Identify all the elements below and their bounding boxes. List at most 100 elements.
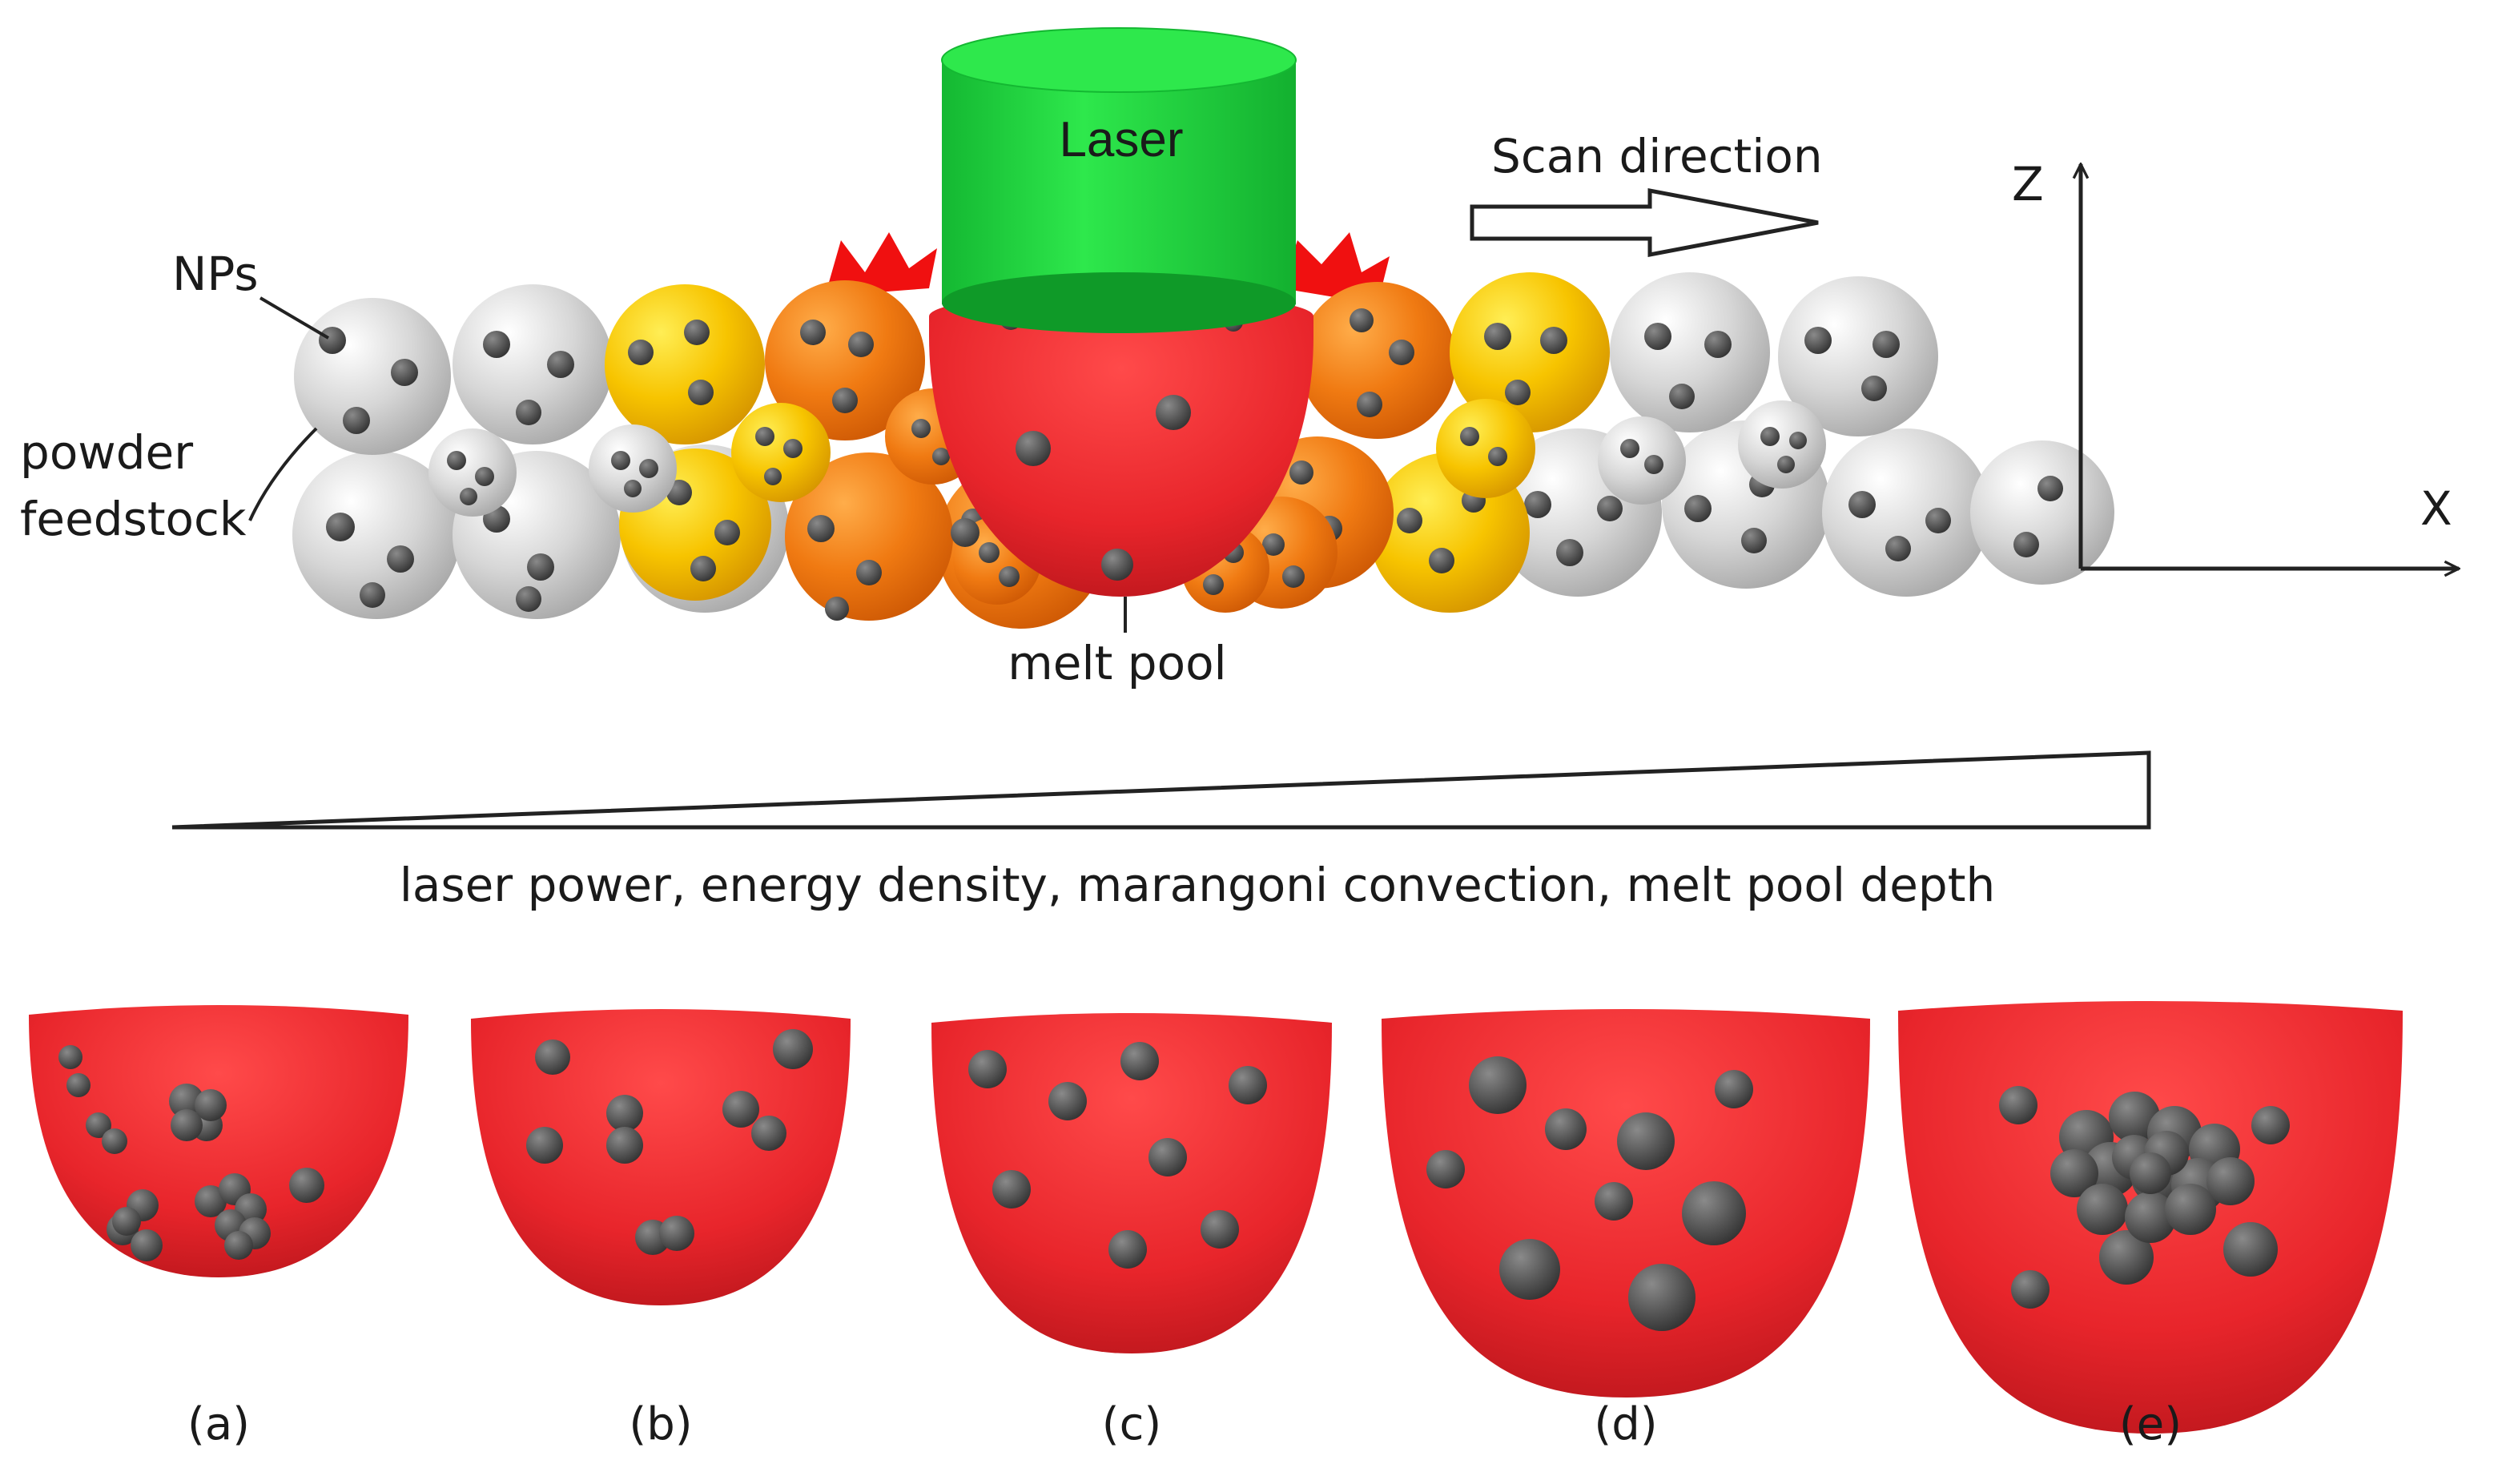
laser-label: Laser bbox=[1059, 112, 1183, 167]
powder-particle bbox=[589, 424, 677, 513]
nanoparticle bbox=[783, 439, 803, 458]
nanoparticle bbox=[2050, 1149, 2098, 1197]
pool-label-b: (b) bbox=[629, 1398, 692, 1450]
nanoparticle bbox=[1524, 491, 1551, 518]
laser-beam: Laser bbox=[941, 27, 1297, 333]
nanoparticle bbox=[1101, 549, 1133, 581]
nanoparticle bbox=[832, 388, 858, 413]
nanoparticle bbox=[1741, 528, 1767, 553]
x-axis-label: X bbox=[2420, 481, 2452, 536]
nanoparticle bbox=[1704, 331, 1732, 358]
nanoparticle bbox=[2130, 1152, 2171, 1194]
nanoparticle bbox=[684, 320, 710, 345]
nanoparticle bbox=[1120, 1042, 1159, 1080]
powder-particle bbox=[731, 403, 831, 502]
nanoparticle bbox=[1669, 384, 1695, 409]
nanoparticle bbox=[1488, 447, 1507, 466]
nanoparticle bbox=[475, 467, 494, 486]
nanoparticle bbox=[1397, 508, 1422, 533]
nanoparticle bbox=[2077, 1184, 2128, 1235]
powder-particle bbox=[1970, 440, 2114, 585]
nanoparticle bbox=[547, 351, 574, 378]
nanoparticle bbox=[639, 459, 658, 478]
nanoparticle bbox=[289, 1168, 324, 1203]
nanoparticle bbox=[1597, 496, 1623, 521]
increasing-wedge bbox=[171, 750, 2151, 830]
melt-pool-body bbox=[471, 1009, 851, 1305]
powder-particle bbox=[1436, 399, 1535, 498]
nanoparticle bbox=[659, 1216, 694, 1251]
nanoparticle bbox=[224, 1231, 253, 1260]
scan-direction-label: Scan direction bbox=[1491, 129, 1823, 183]
powder-particle bbox=[1598, 416, 1686, 505]
nanoparticle bbox=[992, 1170, 1031, 1209]
nanoparticle bbox=[2223, 1222, 2278, 1277]
nanoparticle bbox=[1644, 455, 1663, 474]
nanoparticle bbox=[611, 451, 630, 470]
nanoparticle bbox=[1426, 1150, 1465, 1188]
nanoparticle bbox=[1715, 1070, 1753, 1108]
nanoparticle bbox=[628, 340, 654, 365]
nanoparticle bbox=[1644, 323, 1671, 350]
nanoparticle bbox=[751, 1116, 786, 1151]
nanoparticle bbox=[800, 320, 826, 345]
pool-label-e: (e) bbox=[2119, 1398, 2182, 1450]
axes: Z X bbox=[2012, 157, 2459, 569]
melt-pool-body bbox=[29, 1005, 408, 1277]
powder-particle bbox=[785, 452, 953, 621]
nps-leader bbox=[259, 296, 330, 340]
melt-pool-label: melt pool bbox=[1008, 636, 1226, 690]
nanoparticle bbox=[1357, 392, 1382, 417]
top-melt-pool bbox=[929, 292, 1313, 597]
nanoparticle bbox=[1595, 1182, 1633, 1221]
nanoparticle bbox=[1016, 431, 1051, 466]
melt-pool-e: (e) bbox=[1898, 1001, 2403, 1450]
nanoparticle bbox=[1156, 395, 1191, 430]
nanoparticle bbox=[1617, 1112, 1675, 1170]
nanoparticle bbox=[1469, 1056, 1527, 1114]
nanoparticle bbox=[1545, 1108, 1587, 1150]
nps-label: NPs bbox=[172, 247, 259, 301]
nanoparticle bbox=[1201, 1210, 1239, 1249]
powder-particle bbox=[1822, 428, 1990, 597]
powder-particle bbox=[1450, 272, 1610, 432]
nanoparticle bbox=[447, 451, 466, 470]
nanoparticle bbox=[1460, 427, 1479, 446]
powder-particle bbox=[292, 451, 461, 619]
melt-pool-a: (a) bbox=[29, 1005, 408, 1450]
nanoparticle bbox=[856, 560, 882, 585]
nanoparticle bbox=[1108, 1230, 1147, 1269]
nanoparticle bbox=[1925, 508, 1951, 533]
powder-particle bbox=[294, 298, 451, 455]
powder-particle bbox=[1610, 272, 1770, 432]
nanoparticle bbox=[714, 520, 740, 545]
nanoparticle bbox=[2037, 476, 2063, 501]
nanoparticle bbox=[195, 1185, 227, 1217]
nanoparticle bbox=[1540, 327, 1567, 354]
nanoparticle bbox=[1848, 491, 1876, 518]
melt-pool-b: (b) bbox=[471, 1009, 851, 1450]
pool-label-a: (a) bbox=[187, 1398, 250, 1450]
nanoparticle bbox=[1885, 536, 1911, 561]
nanoparticle bbox=[526, 1127, 563, 1164]
nanoparticle bbox=[1350, 308, 1374, 332]
pool-label-c: (c) bbox=[1102, 1398, 1161, 1450]
nanoparticle bbox=[755, 427, 774, 446]
nanoparticle bbox=[131, 1229, 163, 1261]
nanoparticle bbox=[58, 1045, 82, 1069]
nanoparticle bbox=[773, 1029, 813, 1069]
nanoparticle bbox=[624, 480, 642, 497]
nanoparticle bbox=[764, 468, 782, 485]
nanoparticle bbox=[460, 488, 477, 505]
melt-pool-c: (c) bbox=[931, 1013, 1332, 1450]
nanoparticle bbox=[1203, 574, 1224, 595]
nanoparticle bbox=[1873, 331, 1900, 358]
nanoparticle bbox=[1429, 548, 1454, 573]
pool-label-d: (d) bbox=[1594, 1398, 1657, 1450]
nanoparticle bbox=[1760, 427, 1780, 446]
nanoparticle bbox=[360, 582, 385, 608]
nanoparticle bbox=[171, 1109, 203, 1141]
nanoparticle bbox=[979, 542, 1000, 563]
nanoparticle bbox=[516, 586, 541, 612]
